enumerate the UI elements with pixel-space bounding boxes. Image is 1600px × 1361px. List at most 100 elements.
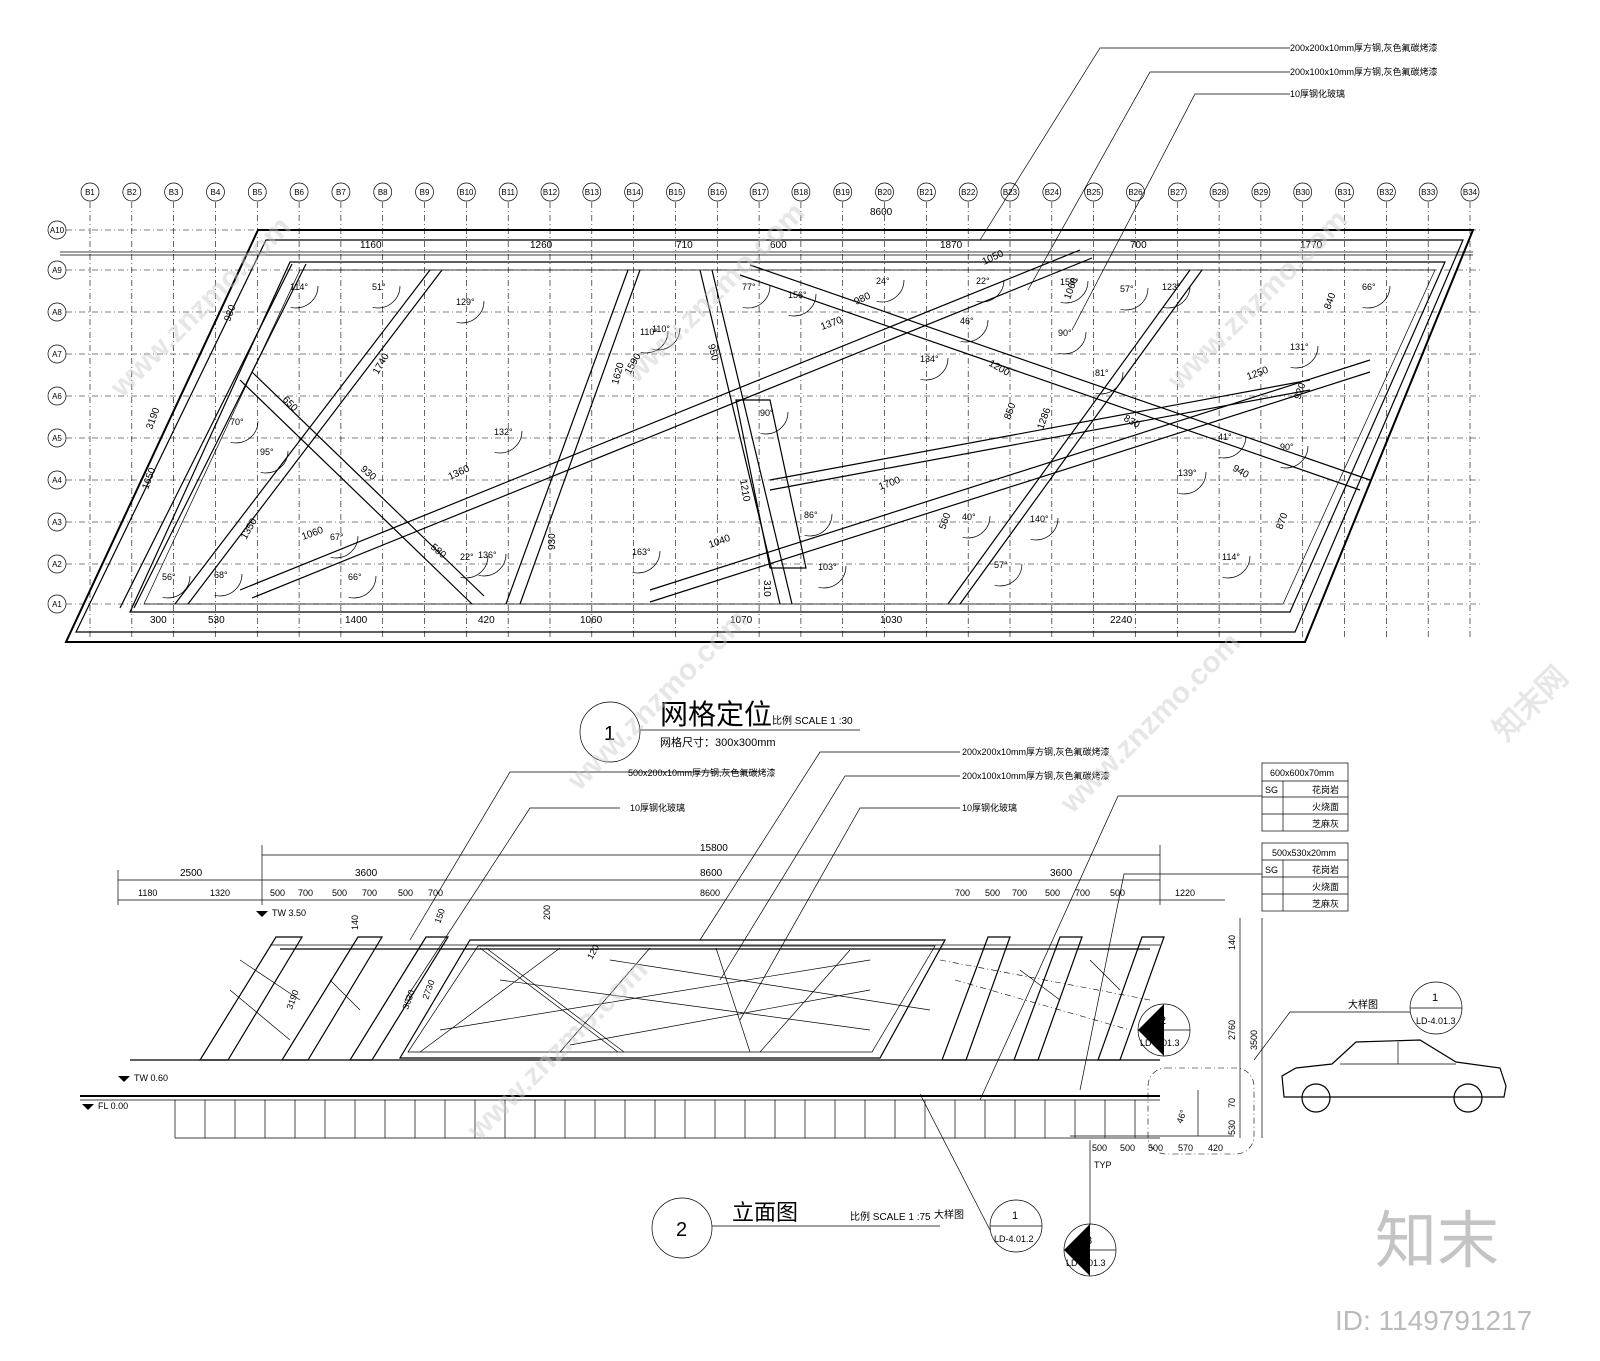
grid-row-label: A10 [50, 226, 65, 235]
grid-col-label: B24 [1045, 188, 1060, 197]
angle-arc [1161, 449, 1207, 495]
angle-arc [477, 408, 523, 454]
plan-angle: 70° [230, 417, 244, 427]
angle-arc [623, 308, 669, 354]
plan-number-circle [579, 701, 641, 763]
elev-right-dim: 530 [1227, 1120, 1237, 1135]
grid-row-bubble [47, 344, 67, 364]
plan-angle: 163° [632, 547, 651, 557]
angle-arc [945, 493, 991, 539]
grid-row-bubble [47, 554, 67, 574]
grid-row-bubble [47, 386, 67, 406]
angle-arc [787, 491, 833, 537]
plan-inner-dim: 1350 [239, 516, 260, 541]
grid-col-label: B20 [877, 188, 892, 197]
plan-angle: 129° [456, 297, 475, 307]
elev-dim: 700 [298, 888, 313, 898]
plan-frame [60, 229, 1475, 643]
elev-callout-5: 10厚钢化玻璃 [962, 802, 1017, 813]
detail-2-ref: LD-4.01.3 [1140, 1038, 1180, 1048]
plan-angle: 134° [920, 354, 939, 364]
detail-2-num: 2 [1160, 1015, 1166, 1027]
grid-col-bubble [1335, 182, 1354, 202]
elev-right-dim: 70 [1227, 1098, 1237, 1108]
plan-angle: 114° [1222, 552, 1240, 562]
grid-row-bubble [47, 428, 67, 448]
grid-col-bubble [1084, 182, 1103, 202]
plan-angle: 56° [162, 572, 176, 582]
elev-dim: 500 [270, 888, 285, 898]
angle-arc [1078, 349, 1124, 395]
plan-angle: 22° [976, 276, 990, 286]
grid-col-bubble [1251, 182, 1271, 202]
grid-col-bubble [624, 182, 643, 202]
watermark-site: www.znzmo.com [1053, 626, 1247, 820]
plan-inner-dim: 1740 [371, 351, 392, 376]
grid-row-bubble [47, 594, 67, 614]
elev-callout-1: 200x200x10mm厚方钢,灰色氟碳烤漆 [962, 746, 1110, 757]
grid-row-label: A6 [52, 392, 62, 401]
elev-bottom-dim: 420 [1208, 1143, 1223, 1153]
grid-col-bubble [206, 182, 225, 202]
table1-code: SG [1265, 785, 1278, 795]
dim-top: 710 [676, 240, 693, 251]
grid-col-label: B31 [1337, 188, 1352, 197]
plan-inner-dim: 650 [280, 394, 300, 414]
grid-col-label: B17 [752, 188, 767, 197]
detail-4-ref: LD-4.01.3 [1066, 1258, 1106, 1268]
angle-arc [197, 551, 243, 597]
grid-col-label: B2 [127, 188, 137, 197]
grid-col-bubble [833, 182, 853, 202]
elev-dim: 700 [1075, 888, 1090, 898]
plan-inner-dim: 1700 [877, 475, 902, 493]
grid-col-bubble [1209, 182, 1229, 202]
plan-angle: 103° [818, 562, 837, 572]
level-tw-top: TW 3.50 [272, 908, 306, 918]
plan-angle: 51° [372, 282, 386, 292]
plan-angle: 90° [1058, 328, 1072, 338]
elev-typ: TYP [1094, 1160, 1112, 1170]
elev-bottom-dim: 500 [1120, 1143, 1135, 1153]
grid-col-bubble [875, 182, 894, 202]
plan-angle: 22° [460, 552, 474, 562]
grid-col-bubble [666, 182, 685, 202]
plan-inner-dim: 830 [1122, 413, 1142, 431]
elev-callout-leaders [404, 751, 1262, 1101]
elev-dim: 3600 [355, 868, 378, 879]
plan-angle: 131° [1290, 342, 1309, 352]
plan-callout-2: 200x100x10mm厚方钢,灰色氟碳烤漆 [1290, 66, 1438, 77]
elev-bottom-dim: 570 [1178, 1143, 1193, 1153]
plan-inner-dim: 950 [705, 343, 720, 362]
table2-title: 500x530x20mm [1272, 848, 1336, 858]
detail-bubble-4 [1063, 1140, 1117, 1277]
elev-dim: 500 [1110, 888, 1125, 898]
detail-4-num: 3 [1086, 1235, 1092, 1247]
plan-angles: 114°51°129°70°95°56°68°67°66°22°136°110°… [145, 257, 1391, 599]
angle-arc [461, 531, 507, 577]
grid-col-bubble [1167, 182, 1187, 202]
angle-arc [615, 528, 661, 574]
grid-row-bubble [47, 512, 67, 532]
plan-inner-dim: 1060 [300, 525, 325, 543]
plan-angle: 136° [478, 550, 497, 560]
grid-col-label: B10 [459, 188, 474, 197]
angle-arc [801, 543, 847, 589]
angle-arc [943, 297, 989, 343]
plan-angle: 66° [1362, 282, 1376, 292]
elev-number: 2 [676, 1219, 687, 1241]
elev-right-dim: 2760 [1227, 1020, 1237, 1040]
table2-row: 芝麻灰 [1312, 898, 1339, 909]
grid-col-bubble [331, 182, 351, 202]
plan-angle: 114° [290, 282, 308, 292]
plan-angle: 81° [1095, 368, 1109, 378]
angle-arc [439, 278, 485, 324]
grid-row-label: A4 [52, 476, 62, 485]
grid-row-label: A2 [52, 560, 62, 569]
plan-inner-dim: 930 [547, 533, 558, 550]
dim-bottom: 530 [208, 615, 225, 626]
detail-1-ref: LD-4.01.3 [1416, 1016, 1456, 1026]
elev-dim: 500 [398, 888, 413, 898]
